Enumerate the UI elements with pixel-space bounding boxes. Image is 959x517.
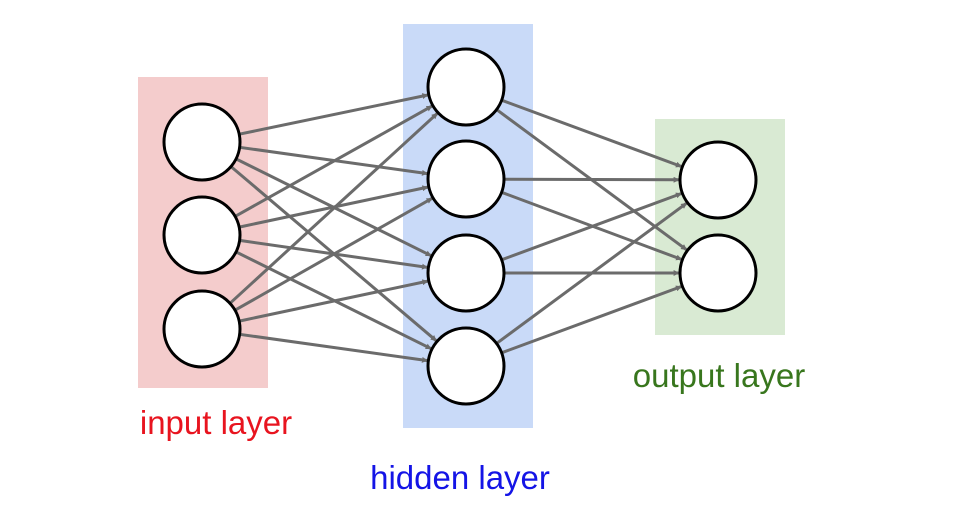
input-neuron-3 bbox=[162, 289, 242, 369]
edge-hidden-1-to-output-1 bbox=[501, 98, 682, 168]
hidden-neuron-2 bbox=[426, 139, 506, 219]
hidden-neuron-3 bbox=[426, 233, 506, 313]
hidden-neuron-4 bbox=[426, 326, 506, 406]
input-layer-label: input layer bbox=[140, 404, 292, 441]
hidden-neuron-1 bbox=[426, 47, 506, 127]
output-neuron-2 bbox=[678, 233, 758, 313]
output-neuron-1 bbox=[678, 140, 758, 220]
edge-hidden-4-to-output-2 bbox=[501, 285, 682, 355]
output-layer-label: output layer bbox=[633, 357, 805, 394]
edge-input-2-to-hidden-1 bbox=[234, 104, 433, 218]
edge-input-3-to-hidden-1 bbox=[228, 112, 439, 305]
hidden-layer-label: hidden layer bbox=[370, 459, 550, 496]
edge-input-3-to-hidden-3 bbox=[238, 279, 429, 323]
edge-hidden-3-to-output-1 bbox=[501, 192, 682, 262]
input-neuron-1 bbox=[162, 102, 242, 182]
edge-input-3-to-hidden-2 bbox=[234, 196, 433, 312]
edge-hidden-4-to-output-1 bbox=[495, 201, 688, 345]
edge-hidden-2-to-output-1 bbox=[503, 176, 680, 183]
edge-input-3-to-hidden-4 bbox=[239, 332, 428, 363]
edge-input-1-to-hidden-1 bbox=[238, 93, 429, 136]
neurons bbox=[162, 47, 758, 406]
connections bbox=[228, 93, 688, 363]
input-neuron-2 bbox=[162, 195, 242, 275]
